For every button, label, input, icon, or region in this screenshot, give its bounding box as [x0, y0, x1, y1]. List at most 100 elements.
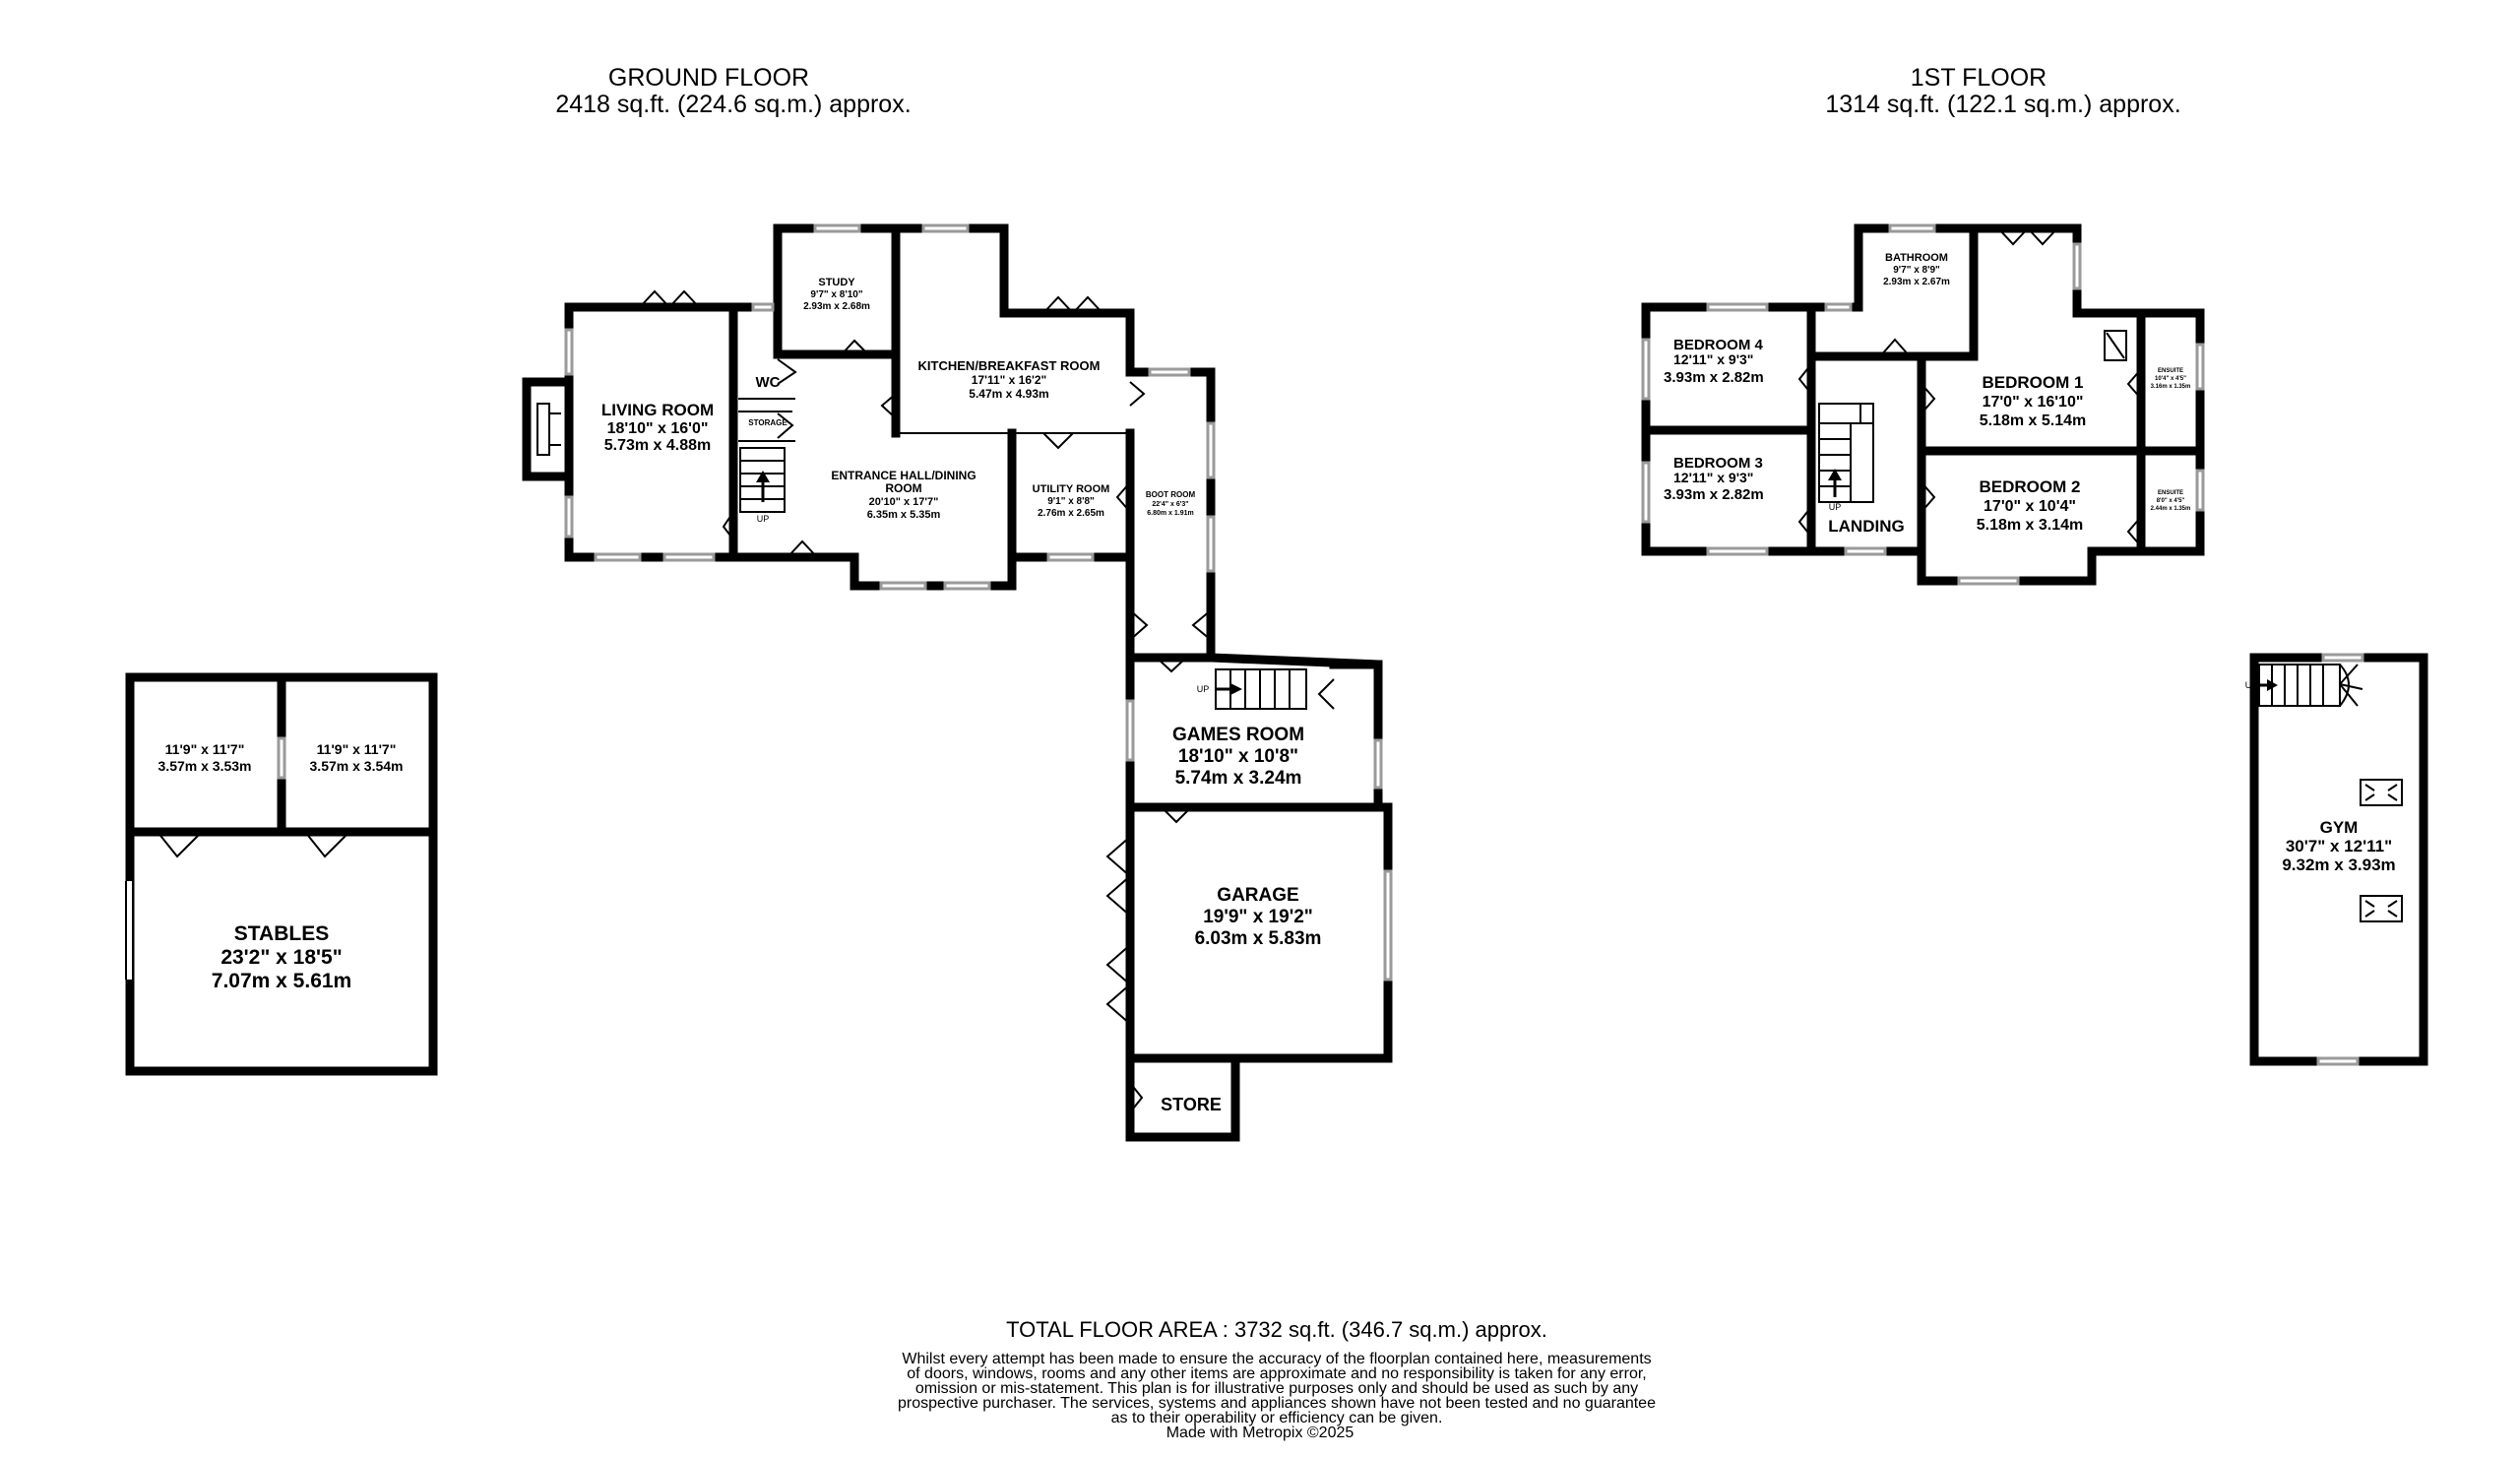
first-floor-area: 1314 sq.ft. (122.1 sq.m.) approx. — [1825, 91, 2180, 118]
bedroom-1: BEDROOM 1 17'0" x 16'10" 5.18m x 5.14m — [1980, 373, 2087, 429]
first-floor-title: 1ST FLOOR — [1911, 64, 2047, 92]
study-metric: 2.93m x 2.68m — [803, 301, 870, 312]
kitchen-metric: 5.47m x 4.93m — [969, 387, 1048, 401]
bathroom-metric: 2.93m x 2.67m — [1883, 277, 1950, 287]
ensuite-2-metric: 2.44m x 1.35m — [2151, 506, 2191, 512]
games-room-name: GAMES ROOM — [1172, 725, 1304, 745]
entrance-hall-metric: 6.35m x 5.35m — [867, 509, 941, 521]
stable-1: 11'9" x 11'7" 3.57m x 3.53m — [158, 741, 252, 774]
store-name: STORE — [1161, 1095, 1222, 1114]
disclaimer-line-2: of doors, windows, rooms and any other i… — [907, 1365, 1646, 1382]
gym-walls — [2249, 653, 2428, 1066]
ensuite-1-name: ENSUITE — [2158, 368, 2183, 374]
ground-floor-title: GROUND FLOOR — [608, 64, 809, 92]
study: STUDY 9'7" x 8'10" 2.93m x 2.68m — [803, 277, 870, 312]
gym-metric: 9.32m x 3.93m — [2282, 855, 2395, 874]
ground-floor-doors — [639, 289, 1146, 558]
gym: GYM 30'7" x 12'11" 9.32m x 3.93m — [2282, 818, 2395, 874]
credit-text: Made with Metropix ©2025 — [1166, 1425, 1354, 1441]
study-imperial: 9'7" x 8'10" — [810, 289, 862, 300]
hall-staircase: UP — [739, 447, 786, 524]
games-room-staircase: UP — [1197, 668, 1307, 710]
first-floor-windows — [1641, 223, 2205, 586]
utility-room-metric: 2.76m x 2.65m — [1038, 508, 1104, 519]
storage-name: STORAGE — [748, 418, 788, 427]
entrance-hall-name-line1: ENTRANCE HALL/DINING — [831, 469, 976, 482]
gym-stair-up-label: UP — [2245, 680, 2258, 690]
hall-stair-up-label: UP — [757, 514, 770, 524]
first-floor-header: 1ST FLOOR 1314 sq.ft. (122.1 sq.m.) appr… — [1825, 64, 2180, 118]
stables: STABLES 23'2" x 18'5" 7.07m x 5.61m — [212, 922, 351, 992]
bedroom-4: BEDROOM 4 12'11" x 9'3" 3.93m x 2.82m — [1664, 337, 1764, 386]
bathroom: BATHROOM 9'7" x 8'9" 2.93m x 2.67m — [1883, 252, 1950, 287]
boot-room: BOOT ROOM 22'4" x 6'3" 6.80m x 1.91m — [1146, 490, 1196, 517]
study-name: STUDY — [818, 277, 855, 288]
stable-2-metric: 3.57m x 3.54m — [310, 758, 404, 774]
stable-1-metric: 3.57m x 3.53m — [158, 758, 252, 774]
kitchen-name: KITCHEN/BREAKFAST ROOM — [918, 358, 1101, 373]
bedroom-2-metric: 5.18m x 3.14m — [1977, 517, 2084, 534]
landing: LANDING — [1828, 517, 1904, 536]
living-room-imperial: 18'10" x 16'0" — [607, 420, 709, 437]
skylight-icon — [2104, 330, 2127, 361]
stable-2-imperial: 11'9" x 11'7" — [317, 741, 397, 757]
games-room: GAMES ROOM 18'10" x 10'8" 5.74m x 3.24m — [1172, 725, 1304, 789]
bedroom-1-name: BEDROOM 1 — [1983, 373, 2084, 392]
ensuite-2: ENSUITE 8'0" x 4'5" 2.44m x 1.35m — [2151, 490, 2191, 512]
utility-room-imperial: 9'1" x 8'8" — [1047, 496, 1095, 507]
wc-name: WC — [756, 374, 781, 391]
stables-walls — [124, 672, 438, 1076]
living-room-name: LIVING ROOM — [601, 401, 714, 419]
bedroom-1-imperial: 17'0" x 16'10" — [1983, 394, 2084, 411]
bathroom-name: BATHROOM — [1885, 252, 1948, 264]
ensuite-2-name: ENSUITE — [2158, 490, 2183, 496]
entrance-hall-name-line2: ROOM — [885, 481, 921, 495]
disclaimer-line-4: prospective purchaser. The services, sys… — [898, 1395, 1656, 1412]
garage-imperial: 19'9" x 19'2" — [1203, 907, 1313, 927]
utility-room-name: UTILITY ROOM — [1033, 483, 1110, 495]
stables-imperial: 23'2" x 18'5" — [220, 946, 342, 969]
bedroom-2: BEDROOM 2 17'0" x 10'4" 5.18m x 3.14m — [1977, 477, 2084, 534]
gym-name: GYM — [2320, 818, 2359, 837]
skylight-icon — [2360, 779, 2403, 806]
living-room: LIVING ROOM 18'10" x 16'0" 5.73m x 4.88m — [601, 401, 714, 454]
footer: TOTAL FLOOR AREA : 3732 sq.ft. (346.7 sq… — [898, 1317, 1656, 1426]
kitchen-breakfast-room: KITCHEN/BREAKFAST ROOM 17'11" x 16'2" 5.… — [918, 358, 1101, 401]
bedroom-3: BEDROOM 3 12'11" x 9'3" 3.93m x 2.82m — [1664, 455, 1764, 503]
kitchen-imperial: 17'11" x 16'2" — [972, 373, 1046, 387]
bedroom-3-name: BEDROOM 3 — [1673, 455, 1763, 472]
garage-name: GARAGE — [1217, 885, 1298, 906]
bedroom-4-imperial: 12'11" x 9'3" — [1673, 351, 1753, 367]
disclaimer-line-1: Whilst every attempt has been made to en… — [902, 1351, 1651, 1367]
bedroom-1-metric: 5.18m x 5.14m — [1980, 412, 2087, 429]
landing-name: LANDING — [1828, 517, 1904, 536]
outbuilding-windows-doors — [1105, 609, 1393, 1113]
ground-floor-header: GROUND FLOOR 2418 sq.ft. (224.6 sq.m.) a… — [555, 64, 911, 118]
stables-metric: 7.07m x 5.61m — [212, 970, 351, 992]
skylight-icon — [2360, 895, 2403, 922]
ensuite-2-imperial: 8'0" x 4'5" — [2157, 498, 2185, 504]
garage-metric: 6.03m x 5.83m — [1195, 928, 1322, 949]
entrance-hall-imperial: 20'10" x 17'7" — [869, 496, 939, 508]
storage: STORAGE — [748, 418, 788, 427]
ensuite-1-imperial: 10'4" x 4'5" — [2155, 376, 2186, 382]
disclaimer-line-3: omission or mis-statement. This plan is … — [915, 1380, 1638, 1397]
games-room-imperial: 18'10" x 10'8" — [1178, 746, 1298, 767]
bathroom-imperial: 9'7" x 8'9" — [1893, 265, 1940, 276]
bedroom-2-imperial: 17'0" x 10'4" — [1984, 498, 2076, 515]
first-floor-staircase: UP — [1818, 403, 1874, 512]
credit-line: Made with Metropix ©2025 — [0, 1425, 2520, 1442]
bedroom-4-name: BEDROOM 4 — [1673, 337, 1764, 353]
utility-room: UTILITY ROOM 9'1" x 8'8" 2.76m x 2.65m — [1033, 483, 1110, 519]
bedroom-2-name: BEDROOM 2 — [1980, 477, 2081, 496]
bedroom-4-metric: 3.93m x 2.82m — [1664, 369, 1764, 386]
ground-floor-windows — [564, 223, 1216, 591]
stable-2: 11'9" x 11'7" 3.57m x 3.54m — [310, 741, 404, 774]
bedroom-3-metric: 3.93m x 2.82m — [1664, 486, 1764, 503]
first-floor-stair-up-label: UP — [1829, 502, 1842, 512]
entrance-hall-dining-room: ENTRANCE HALL/DINING ROOM 20'10" x 17'7"… — [831, 469, 976, 521]
stables-name: STABLES — [234, 922, 329, 945]
total-floor-area: TOTAL FLOOR AREA : 3732 sq.ft. (346.7 sq… — [1006, 1317, 1547, 1342]
boot-room-imperial: 22'4" x 6'3" — [1152, 501, 1188, 508]
first-floor-doors — [1797, 227, 2142, 547]
